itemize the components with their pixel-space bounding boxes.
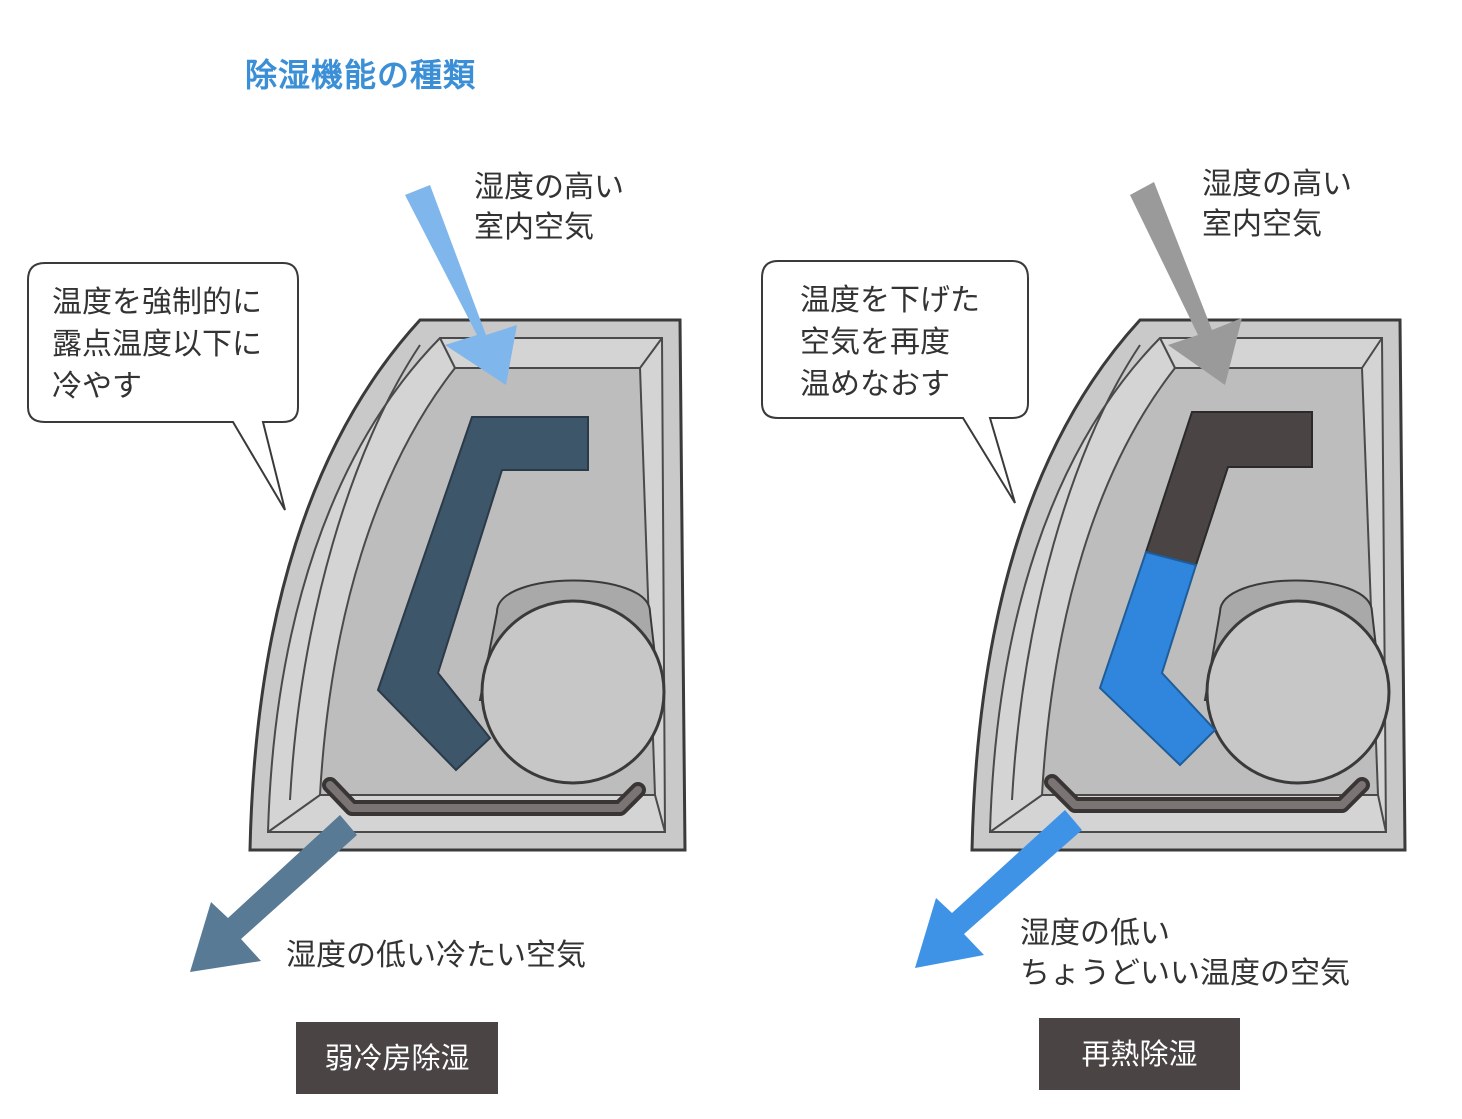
left-speech-bubble — [27, 262, 299, 511]
right-inlet-label: 湿度の高い 室内空気 — [1202, 165, 1352, 245]
right-inlet-label-line1: 湿度の高い — [1202, 167, 1352, 202]
left-inlet-label-line1: 湿度の高い — [474, 170, 624, 205]
right-outlet-label: 湿度の低い ちょうどいい温度の空気 — [1020, 914, 1350, 994]
right-outlet-label-line2: ちょうどいい温度の空気 — [1020, 956, 1350, 991]
left-bubble-line3: 冷やす — [52, 369, 142, 404]
left-inlet-label-line2: 室内空気 — [474, 210, 594, 245]
right-bubble-line2: 空気を再度 — [800, 325, 950, 360]
left-unit — [27, 185, 687, 972]
left-outlet-label: 湿度の低い冷たい空気 — [286, 938, 586, 973]
page-title: 除湿機能の種類 — [245, 56, 477, 94]
right-speech-bubble — [761, 260, 1029, 504]
left-coil — [376, 416, 589, 772]
right-fan — [1205, 599, 1391, 785]
right-caption: 再熱除湿 — [1039, 1018, 1240, 1090]
right-outlet-arrow — [915, 810, 1082, 968]
left-bubble-line1: 温度を強制的に — [52, 285, 262, 320]
left-bubble-text: 温度を強制的に 露点温度以下に 冷やす — [52, 282, 262, 408]
right-outlet-label-line1: 湿度の低い — [1020, 916, 1170, 951]
left-fan — [480, 599, 666, 785]
left-unit-side-rail — [289, 344, 421, 801]
right-unit — [761, 182, 1407, 968]
left-inlet-label: 湿度の高い 室内空気 — [474, 168, 624, 248]
right-bubble-line1: 温度を下げた — [800, 283, 980, 318]
right-bubble-text: 温度を下げた 空気を再度 温めなおす — [800, 280, 980, 406]
left-bubble-line2: 露点温度以下に — [52, 327, 262, 362]
right-coil-reheat — [1098, 550, 1217, 767]
right-inlet-label-line2: 室内空気 — [1202, 207, 1322, 242]
right-inlet-arrow — [1130, 182, 1242, 385]
left-inlet-arrow — [405, 185, 517, 385]
left-caption: 弱冷房除湿 — [296, 1022, 498, 1094]
left-outlet-arrow — [190, 815, 357, 972]
right-unit-side-rail — [1011, 344, 1141, 801]
right-bubble-line3: 温めなおす — [800, 367, 950, 402]
